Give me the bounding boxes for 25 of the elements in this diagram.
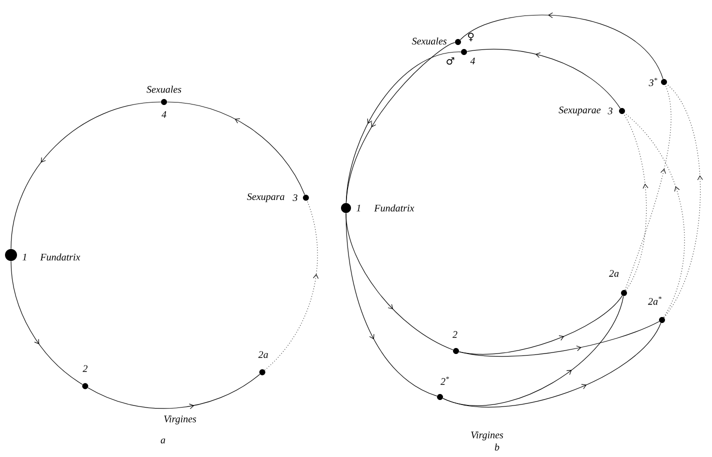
stage-name: Sexuales bbox=[146, 86, 182, 93]
stage-number: 1 bbox=[356, 204, 360, 212]
stage-number: 1 bbox=[22, 254, 26, 260]
edge-label: Virgines bbox=[470, 430, 504, 442]
panel-label: a bbox=[160, 438, 166, 444]
stage-name: Fundatrix bbox=[374, 204, 414, 212]
sex-symbol: ♂ bbox=[446, 57, 454, 65]
stage-number: 2 bbox=[82, 365, 88, 372]
stage-number: 2$^{*}$ bbox=[440, 376, 449, 385]
stage-name: Sexupara bbox=[247, 193, 284, 202]
stage-name: Sexuparae bbox=[558, 106, 601, 116]
stage-number: 3 bbox=[608, 108, 612, 114]
stage-number: 2a$^{*}$ bbox=[648, 296, 662, 305]
stage-name: Sexuales bbox=[412, 37, 446, 45]
stage-number: 3 bbox=[292, 194, 298, 202]
stage-name: Fundatrix bbox=[40, 253, 80, 261]
stage-number: 2a bbox=[609, 270, 619, 277]
edge-label: Virgines bbox=[162, 414, 198, 426]
stage-number: 2a bbox=[258, 351, 268, 358]
stage-number: 3$^{*}$ bbox=[648, 78, 658, 86]
stage-number: 2 bbox=[452, 331, 458, 338]
stage-number: ♀ bbox=[468, 32, 474, 42]
stage-number: 4 bbox=[470, 58, 475, 64]
panel-label: b bbox=[494, 443, 500, 450]
stage-number: 4 bbox=[162, 111, 166, 118]
